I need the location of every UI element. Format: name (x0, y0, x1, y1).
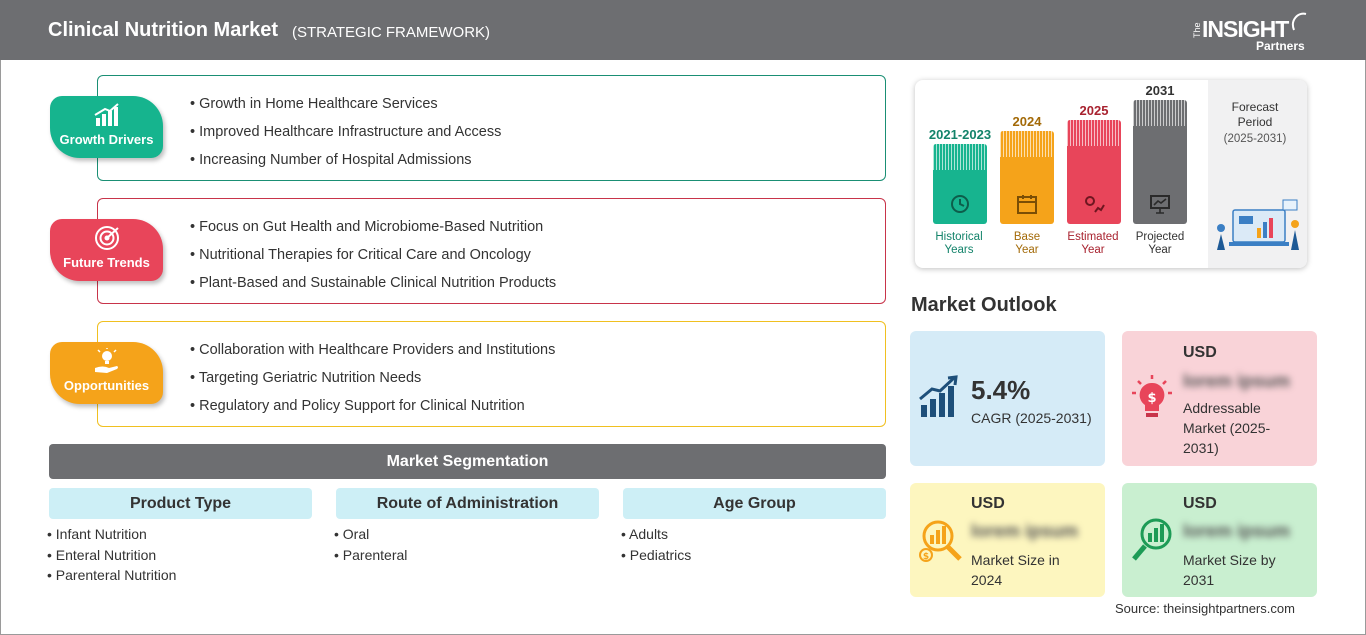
lightbulb-hand-icon (94, 348, 118, 373)
addressable-value: lorem ipsum (1183, 371, 1291, 391)
calendar-icon (1017, 195, 1037, 214)
timeline-projected: 2031 (1133, 83, 1187, 224)
list-item: Adults (621, 526, 691, 547)
addressable-label: Addressable Market (2025-2031) (1183, 400, 1271, 456)
list-item: Improved Healthcare Infrastructure and A… (190, 122, 501, 150)
cagr-label: CAGR (2025-2031) (971, 410, 1092, 426)
history-icon (951, 195, 969, 213)
future-trends-label: Future Trends (63, 255, 150, 270)
svg-text:$: $ (923, 552, 929, 562)
magnifier-chart-icon (1132, 518, 1172, 561)
list-item: Oral (334, 526, 407, 547)
growth-chart-icon (919, 375, 958, 417)
list-item: Enteral Nutrition (47, 547, 176, 568)
list-item: Parenteral (334, 547, 408, 568)
forecast-period-title: Forecast Period (1231, 100, 1279, 129)
timeline-year-label: 2025 (1079, 103, 1109, 118)
growth-drivers-box: Growth in Home Healthcare Services Impro… (97, 75, 886, 181)
timeline-bar (1133, 100, 1187, 224)
timeline-historical: 2021-2023 (929, 127, 991, 224)
size-2031-value: lorem ipsum (1183, 521, 1291, 541)
future-trends-badge: Future Trends (50, 219, 163, 281)
timeline-estimated: 2025 (1067, 103, 1121, 224)
page-title: Clinical Nutrition Market (48, 19, 279, 41)
list-item: Parenteral Nutrition (47, 567, 177, 588)
page-subtitle: (STRATEGIC FRAMEWORK) (292, 24, 491, 41)
magnifier-dollar-icon: $ (919, 520, 962, 562)
segment-list-age-group: Adults Pediatrics (621, 526, 691, 567)
list-item: Nutritional Therapies for Critical Care … (190, 245, 556, 273)
growth-drivers-list: Growth in Home Healthcare Services Impro… (190, 94, 501, 178)
opportunities-label: Opportunities (63, 378, 150, 393)
cagr-card: 5.4% CAGR (2025-2031) (910, 331, 1105, 466)
segment-head-age-group: Age Group (623, 488, 886, 519)
size-2031-label: Market Size by 2031 (1183, 552, 1276, 588)
size-2024-usd: USD (971, 495, 1005, 512)
insight-partners-logo: The INSIGHT Partners (1190, 8, 1315, 54)
gear-chart-icon (1085, 196, 1105, 213)
list-item: Pediatrics (621, 547, 691, 568)
future-trends-box: Focus on Gut Health and Microbiome-Based… (97, 198, 886, 304)
forecast-period-range: (2025-2031) (1223, 133, 1287, 145)
timeline-bar (933, 144, 987, 224)
header-bar: Clinical Nutrition Market (STRATEGIC FRA… (0, 0, 1366, 60)
size-2024-value: lorem ipsum (971, 521, 1079, 541)
source-credit: Source: theinsightpartners.com (1115, 601, 1295, 616)
market-size-2024-card: $ USD lorem ipsum Market Size in 2024 (910, 483, 1105, 597)
opportunities-box: Collaboration with Healthcare Providers … (97, 321, 886, 427)
addressable-usd: USD (1183, 344, 1217, 361)
svg-text:$: $ (1147, 391, 1156, 406)
list-item: Plant-Based and Sustainable Clinical Nut… (190, 273, 556, 301)
growth-drivers-label: Growth Drivers (59, 132, 154, 147)
list-item: Collaboration with Healthcare Providers … (190, 340, 555, 368)
cagr-value: 5.4% (971, 375, 1031, 405)
future-trends-list: Focus on Gut Health and Microbiome-Based… (190, 217, 556, 301)
timeline-year-label: 2031 (1145, 83, 1175, 98)
list-item: Increasing Number of Hospital Admissions (190, 150, 501, 178)
list-item: Focus on Gut Health and Microbiome-Based… (190, 217, 556, 245)
timeline-bar (1000, 131, 1054, 224)
segment-head-product-type: Product Type (49, 488, 312, 519)
list-item: Targeting Geriatric Nutrition Needs (190, 368, 555, 396)
timeline-bar (1067, 120, 1121, 224)
presentation-icon (1150, 195, 1170, 214)
market-size-2031-card: USD lorem ipsum Market Size by 2031 (1122, 483, 1317, 597)
bar-growth-icon (93, 103, 119, 126)
timeline-year-label: 2021-2023 (928, 127, 992, 142)
segment-head-route: Route of Administration (336, 488, 599, 519)
target-icon (94, 226, 119, 250)
list-item: Infant Nutrition (47, 526, 176, 547)
segment-list-route: Oral Parenteral (334, 526, 408, 568)
size-2024-label: Market Size in 2024 (971, 552, 1060, 588)
opportunities-badge: Opportunities (50, 342, 163, 404)
analytics-illustration-icon (1217, 199, 1299, 250)
list-item: Regulatory and Policy Support for Clinic… (190, 396, 555, 424)
growth-drivers-badge: Growth Drivers (50, 96, 163, 158)
segment-list-product-type: Infant Nutrition Enteral Nutrition Paren… (47, 526, 177, 588)
market-outlook-title: Market Outlook (911, 294, 1057, 316)
logo-arc-icon (1292, 12, 1307, 31)
timeline-year-label: 2024 (1012, 114, 1042, 129)
segmentation-title: Market Segmentation (49, 444, 886, 479)
size-2031-usd: USD (1183, 495, 1217, 512)
timeline-card: 2021-2023 2024 2025 2031 (915, 80, 1307, 268)
addressable-market-card: $ USD lorem ipsum Addressable Market (20… (1122, 331, 1317, 466)
opportunities-list: Collaboration with Healthcare Providers … (190, 340, 556, 424)
list-item: Growth in Home Healthcare Services (190, 94, 501, 122)
lightbulb-dollar-icon: $ (1132, 375, 1172, 417)
timeline-base: 2024 (1000, 114, 1054, 224)
